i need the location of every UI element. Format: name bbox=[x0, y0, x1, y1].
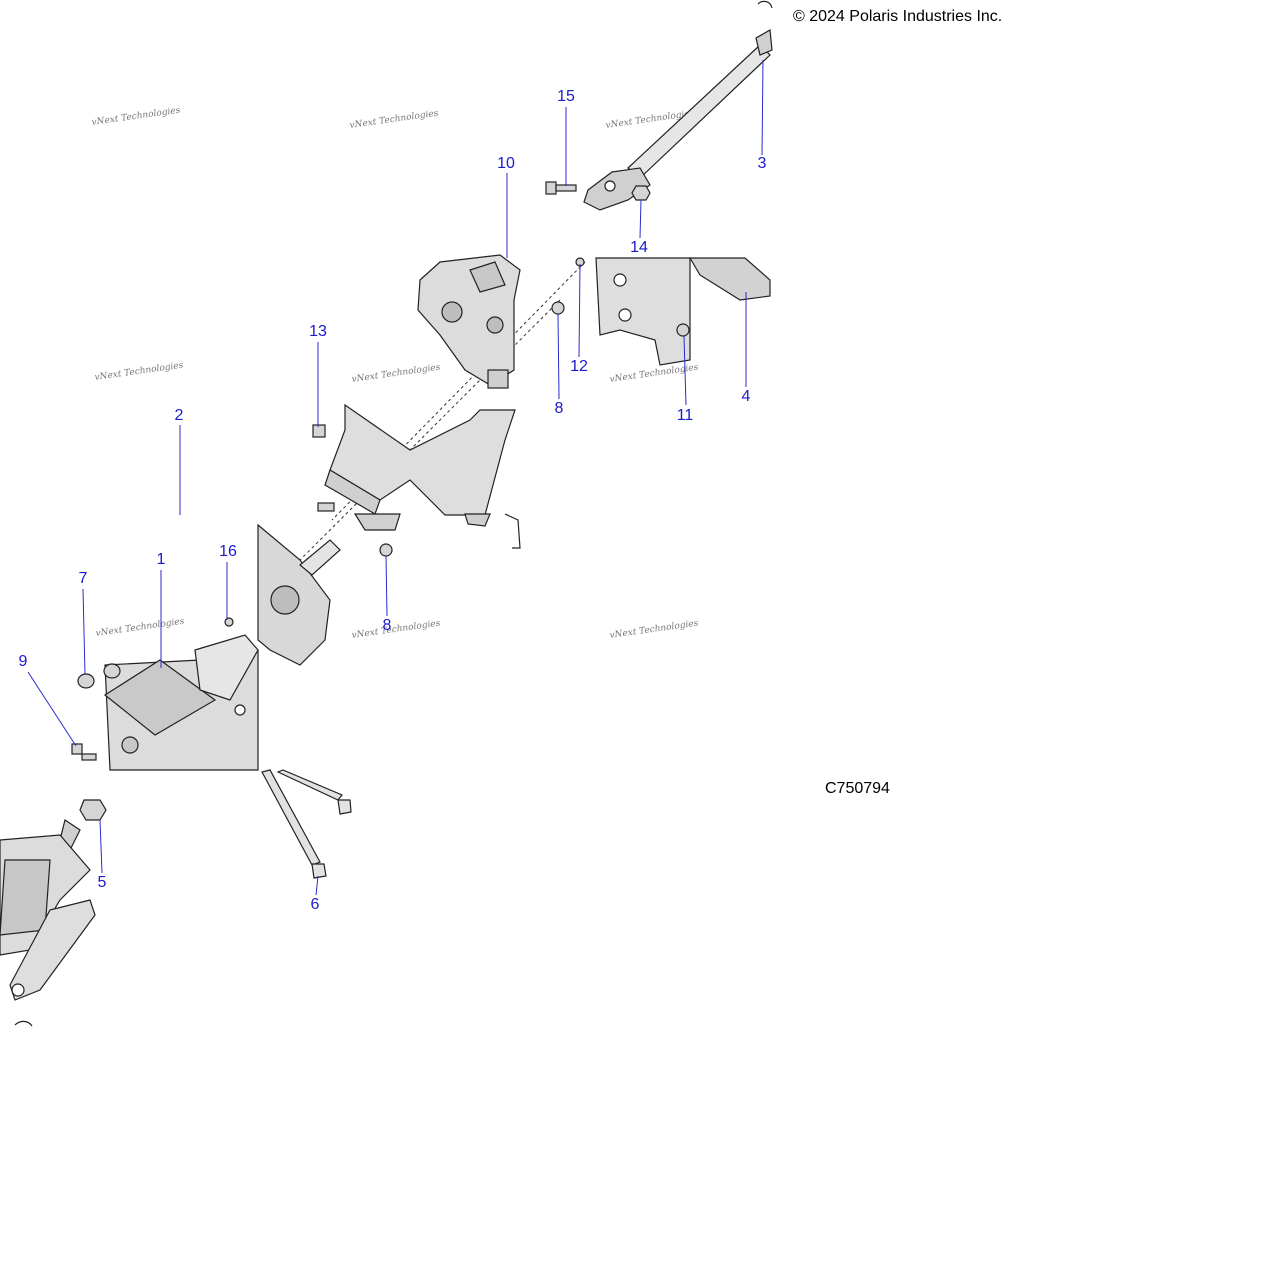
leader-lines bbox=[27, 59, 764, 896]
gearbox-part bbox=[417, 254, 521, 389]
watermark: vNext Technologies bbox=[91, 106, 181, 128]
callout-8b: 8 bbox=[554, 400, 564, 417]
callout-2: 2 bbox=[174, 407, 184, 424]
bracket-part bbox=[595, 257, 771, 366]
rack-housing-part bbox=[0, 799, 107, 1027]
callout-15: 15 bbox=[557, 88, 575, 105]
callout-9: 9 bbox=[18, 653, 28, 670]
steering-shaft-part bbox=[583, 0, 773, 211]
copyright-notice: © 2024 Polaris Industries Inc. bbox=[793, 8, 1003, 25]
callout-4: 4 bbox=[741, 388, 751, 405]
callout-13: 13 bbox=[309, 323, 327, 340]
callout-7: 7 bbox=[78, 570, 88, 587]
callout-6: 6 bbox=[310, 896, 320, 913]
callout-10: 10 bbox=[497, 155, 515, 172]
callout-14: 14 bbox=[630, 239, 648, 256]
long-bolt-part bbox=[261, 769, 352, 879]
nut-part bbox=[631, 185, 651, 201]
watermark: vNext Technologies bbox=[351, 619, 441, 641]
watermark: vNext Technologies bbox=[95, 617, 185, 639]
fastener-part bbox=[71, 617, 234, 761]
document-id: C750794 bbox=[825, 780, 890, 797]
watermark: vNext Technologies bbox=[94, 361, 184, 383]
nut-part bbox=[379, 257, 690, 557]
callout-16: 16 bbox=[219, 543, 237, 560]
callout-8: 8 bbox=[382, 617, 392, 634]
callout-12: 12 bbox=[570, 358, 588, 375]
mounting-bracket-part bbox=[312, 403, 521, 549]
bolt-part bbox=[545, 181, 577, 195]
watermark: vNext Technologies bbox=[609, 619, 699, 641]
watermark: vNext Technologies bbox=[351, 363, 441, 385]
callout-11: 11 bbox=[676, 407, 694, 424]
watermark: vNext Technologies bbox=[349, 109, 439, 131]
callout-5: 5 bbox=[97, 874, 107, 891]
steering-column-part bbox=[103, 523, 341, 771]
callout-3: 3 bbox=[757, 155, 767, 172]
callout-1: 1 bbox=[156, 551, 166, 568]
